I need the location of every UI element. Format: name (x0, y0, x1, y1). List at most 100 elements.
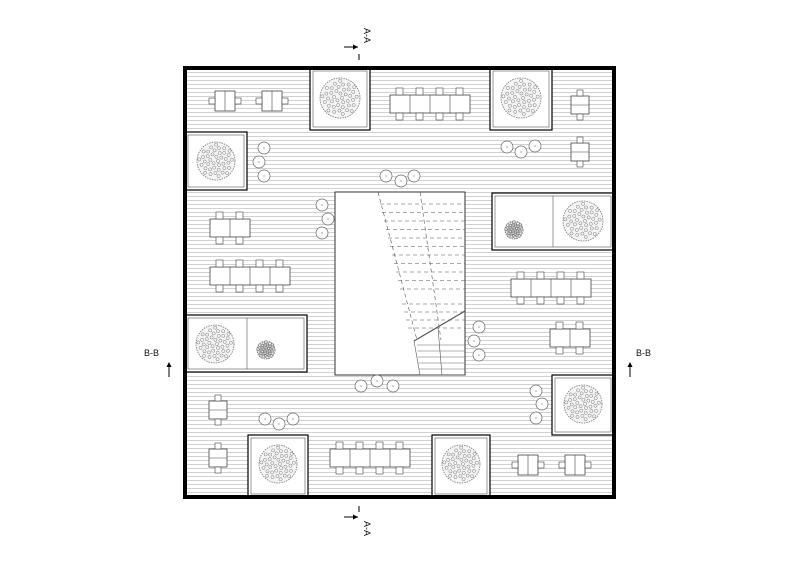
table (510, 271, 592, 305)
chair (395, 466, 404, 475)
table (255, 90, 289, 112)
chair (234, 97, 242, 105)
tree-leaf (583, 235, 588, 239)
table (549, 321, 591, 355)
tree-leaf (222, 340, 227, 344)
stair-cut-line (413, 310, 466, 342)
tree-leaf (508, 103, 512, 108)
chair (375, 441, 384, 450)
tree-leaf (570, 413, 574, 418)
chair (556, 271, 565, 280)
chair (435, 112, 444, 121)
chair (255, 97, 263, 105)
tree-leaf (589, 205, 594, 210)
tree-leaf (584, 223, 589, 228)
tree-leaf (213, 325, 217, 330)
stool-center (506, 146, 508, 148)
chair (395, 112, 404, 121)
tree-leaf (453, 461, 458, 465)
planter (491, 192, 615, 251)
table (511, 454, 545, 476)
stool-center (263, 147, 265, 149)
stool-center (327, 218, 329, 220)
planter-inner (434, 437, 488, 495)
tree-leaf (569, 219, 573, 224)
tree-leaf (584, 394, 589, 398)
chair (235, 211, 244, 220)
tree-leaf (284, 469, 289, 473)
tree-leaf (517, 233, 522, 238)
tree-leaf (202, 159, 207, 164)
tree-leaf (447, 462, 452, 467)
table (558, 454, 592, 476)
tree-leaf (332, 109, 337, 114)
chair (556, 296, 565, 305)
tree-leaf (265, 355, 270, 360)
tree-leaf (279, 466, 283, 470)
stair-outline-above (377, 191, 442, 341)
tree-leaf (521, 96, 525, 100)
chair (214, 418, 222, 426)
tree-leaf (519, 91, 524, 96)
chair (235, 284, 244, 293)
chair (415, 112, 424, 121)
tree-leaf (279, 454, 284, 458)
tree-leaf (229, 157, 234, 162)
stool-center (478, 354, 480, 356)
tree-leaf (474, 460, 479, 465)
tree-leaf (588, 231, 592, 236)
tree-leaf (206, 162, 211, 167)
tree-leaf (593, 403, 598, 408)
tree-leaf (470, 474, 474, 479)
chair (275, 259, 284, 268)
stair-void (334, 191, 466, 376)
tree-leaf (453, 475, 458, 479)
planter-inner (492, 70, 550, 128)
tree-leaf (228, 340, 233, 345)
tree-leaf (506, 233, 511, 238)
tree-leaf (198, 345, 203, 350)
stool-center (263, 175, 265, 177)
stool-center (478, 326, 480, 328)
tree-leaf (533, 85, 538, 90)
tree-leaf (467, 453, 472, 458)
tree-leaf (226, 153, 231, 158)
tree-leaf (516, 224, 520, 228)
tree-leaf (348, 93, 353, 98)
tree-leaf (515, 229, 520, 234)
tree-leaf (264, 340, 268, 345)
tree-leaf (217, 151, 222, 155)
tree-leaf (261, 354, 266, 359)
tree-leaf (224, 354, 228, 359)
tree-leaf (444, 465, 449, 470)
tree-leaf (205, 332, 210, 337)
tree-leaf (208, 167, 212, 172)
tree-leaf (578, 221, 583, 226)
section-marker-top: A-A (344, 28, 372, 60)
tree-leaf (270, 475, 275, 479)
chair (576, 271, 585, 280)
tree-leaf (213, 337, 218, 342)
stool-center (385, 175, 387, 177)
tree-leaf (342, 87, 346, 92)
tree-leaf (472, 451, 477, 456)
tree-leaf (569, 402, 574, 407)
tree-leaf (225, 343, 230, 348)
tree-leaf (511, 231, 516, 236)
tree-leaf (329, 86, 334, 90)
tree-leaf (471, 456, 476, 461)
tree-leaf (216, 167, 221, 172)
tree-icon (319, 77, 361, 119)
tree-leaf (592, 414, 596, 419)
tree-leaf (564, 400, 569, 405)
tree-leaf (526, 108, 530, 113)
table (329, 441, 411, 475)
tree-leaf (568, 392, 573, 397)
tree-leaf (522, 105, 526, 110)
tree-leaf (270, 351, 275, 356)
chair (536, 296, 545, 305)
tree-leaf (281, 458, 286, 463)
tree-leaf (513, 109, 518, 114)
tree-leaf (202, 353, 206, 358)
tree-leaf (278, 462, 282, 466)
